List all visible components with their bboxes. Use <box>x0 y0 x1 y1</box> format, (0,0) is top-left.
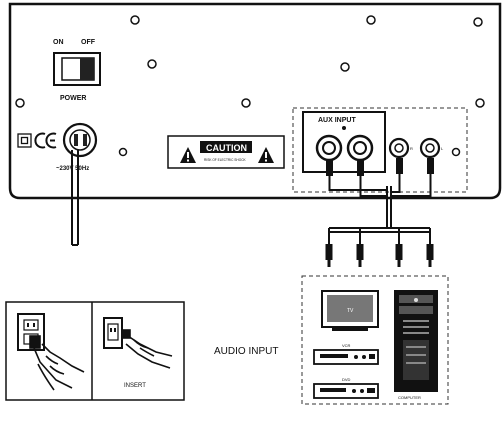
screw-hole <box>130 15 140 25</box>
screw-hole <box>241 98 251 108</box>
audio-out-jack[interactable] <box>388 137 410 159</box>
power-on-label: ON <box>53 39 64 46</box>
tv-icon <box>321 290 379 331</box>
caution-subtext: RISK OF ELECTRIC SHOCK <box>204 158 246 162</box>
screw-holes <box>15 15 485 157</box>
aux-jack-left[interactable] <box>346 134 374 162</box>
computer-label: COMPUTER <box>398 395 421 400</box>
rca-cable-assembly <box>325 158 434 267</box>
vcr-label: VCR <box>342 343 351 348</box>
screw-hole <box>451 147 461 157</box>
aux-input-area: AUX INPUT R L <box>292 107 468 193</box>
aux-input-label: AUX INPUT <box>318 117 356 124</box>
certification-marks <box>17 132 57 149</box>
tv-label: TV <box>347 308 354 314</box>
audio-input-label: AUDIO INPUT <box>214 346 278 357</box>
jack-label-r: R <box>410 146 413 151</box>
caution-label: CAUTION RISK OF ELECTRIC SHOCK <box>167 135 285 169</box>
aux-jack-right[interactable] <box>315 134 343 162</box>
warning-triangle-icon <box>258 147 274 163</box>
screw-hole <box>473 17 483 27</box>
screw-hole <box>147 59 157 69</box>
audio-source-area: TV VCR DVD <box>301 275 449 405</box>
hand-plug-icon <box>121 329 173 369</box>
power-cord <box>71 150 79 246</box>
dvd-icon <box>313 383 379 399</box>
vcr-icon <box>313 349 379 365</box>
wall-outlet-icon <box>103 317 123 349</box>
ce-mark-icon <box>34 132 57 149</box>
screw-hole <box>340 62 350 72</box>
wall-outlet-panels: INSERT <box>5 301 185 401</box>
power-off-label: OFF <box>81 39 96 46</box>
wall-caption: INSERT <box>124 383 146 389</box>
warning-triangle-icon <box>180 147 196 163</box>
ac-power-socket[interactable] <box>62 122 98 158</box>
jack-label-l: L <box>441 146 444 151</box>
power-caption: POWER <box>60 95 86 102</box>
dvd-label: DVD <box>342 377 351 382</box>
power-switch-group: ON OFF POWER <box>53 39 101 102</box>
audio-out-jack[interactable] <box>419 137 441 159</box>
screw-hole <box>366 15 376 25</box>
screw-hole <box>475 98 485 108</box>
rca-plug <box>326 158 434 176</box>
double-insulation-icon <box>17 133 32 148</box>
caution-text: CAUTION <box>206 143 247 153</box>
hand-plug-icon <box>29 335 85 391</box>
computer-icon <box>394 290 438 392</box>
rca-plug <box>325 244 434 267</box>
screw-hole <box>118 147 128 157</box>
screw-hole <box>15 98 25 108</box>
